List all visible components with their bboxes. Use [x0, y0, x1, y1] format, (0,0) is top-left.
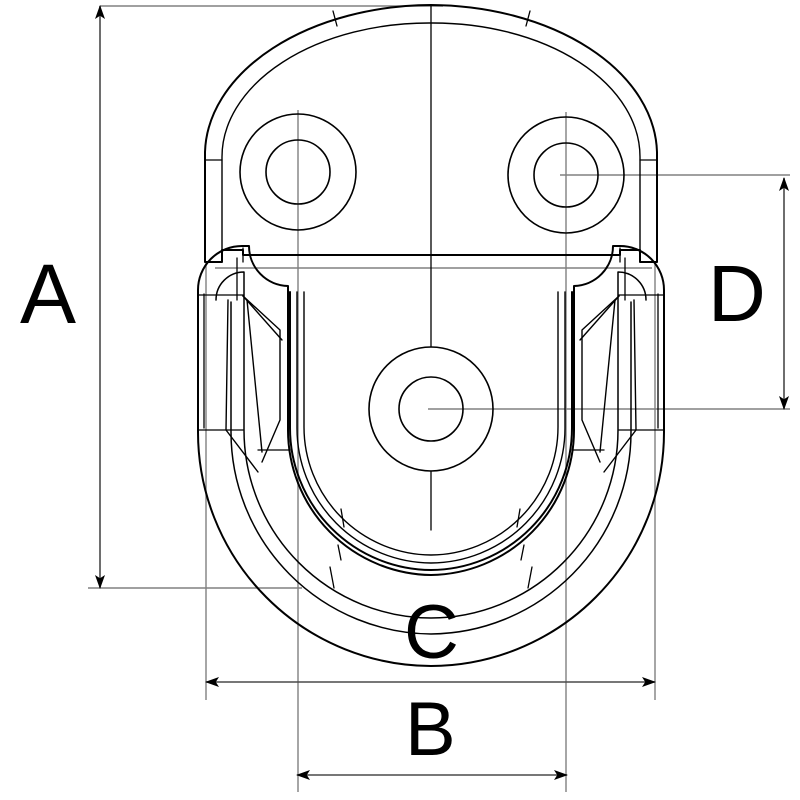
- bracket-geometry: [197, 4, 665, 667]
- left-arm-rib-a: [242, 295, 281, 463]
- bottom-band-tick-left-1: [340, 508, 345, 528]
- u-channel-inner-lip-offset: [296, 291, 566, 564]
- dimension-label-B: B: [405, 687, 456, 772]
- bottom-band-tick-right-2: [527, 566, 533, 589]
- left-arm-rib-b: [242, 295, 283, 341]
- upper-right-boss-outer: [507, 116, 625, 234]
- left-arm-rib-d: [246, 299, 263, 453]
- u-channel-band-2: [230, 301, 632, 635]
- center-boss-bore: [398, 376, 464, 442]
- u-channel-inner-lip-offset-2: [303, 291, 559, 556]
- right-arm-rib-c: [603, 299, 637, 473]
- bottom-band-tick-right-1: [516, 508, 521, 528]
- upper-right-boss-bore: [533, 142, 599, 208]
- body-outer-outline: [204, 4, 658, 263]
- dimension-label-A: A: [20, 247, 77, 341]
- dimension-network: [88, 5, 790, 792]
- u-channel-outer-wall: [197, 245, 665, 667]
- right-arm-rib-d: [599, 299, 616, 453]
- upper-left-boss-outer: [239, 113, 357, 231]
- left-arm-rib-c: [225, 299, 259, 473]
- upper-left-boss-bore: [265, 139, 331, 205]
- u-channel-band-1: [215, 271, 647, 619]
- rim-tick-left: [332, 10, 338, 27]
- right-arm-rib-a: [581, 295, 620, 463]
- u-channel-inner-lip: [289, 291, 573, 571]
- bottom-band-tick-right-3: [520, 544, 525, 561]
- right-arm-rib-b: [579, 295, 620, 341]
- dimension-label-D: D: [708, 249, 766, 338]
- bottom-band-tick-left-2: [329, 566, 335, 589]
- bottom-band-tick-left-3: [337, 544, 342, 561]
- rim-tick-right: [525, 10, 531, 27]
- dimension-lines: [95, 5, 789, 780]
- dimension-label-C: C: [404, 590, 459, 675]
